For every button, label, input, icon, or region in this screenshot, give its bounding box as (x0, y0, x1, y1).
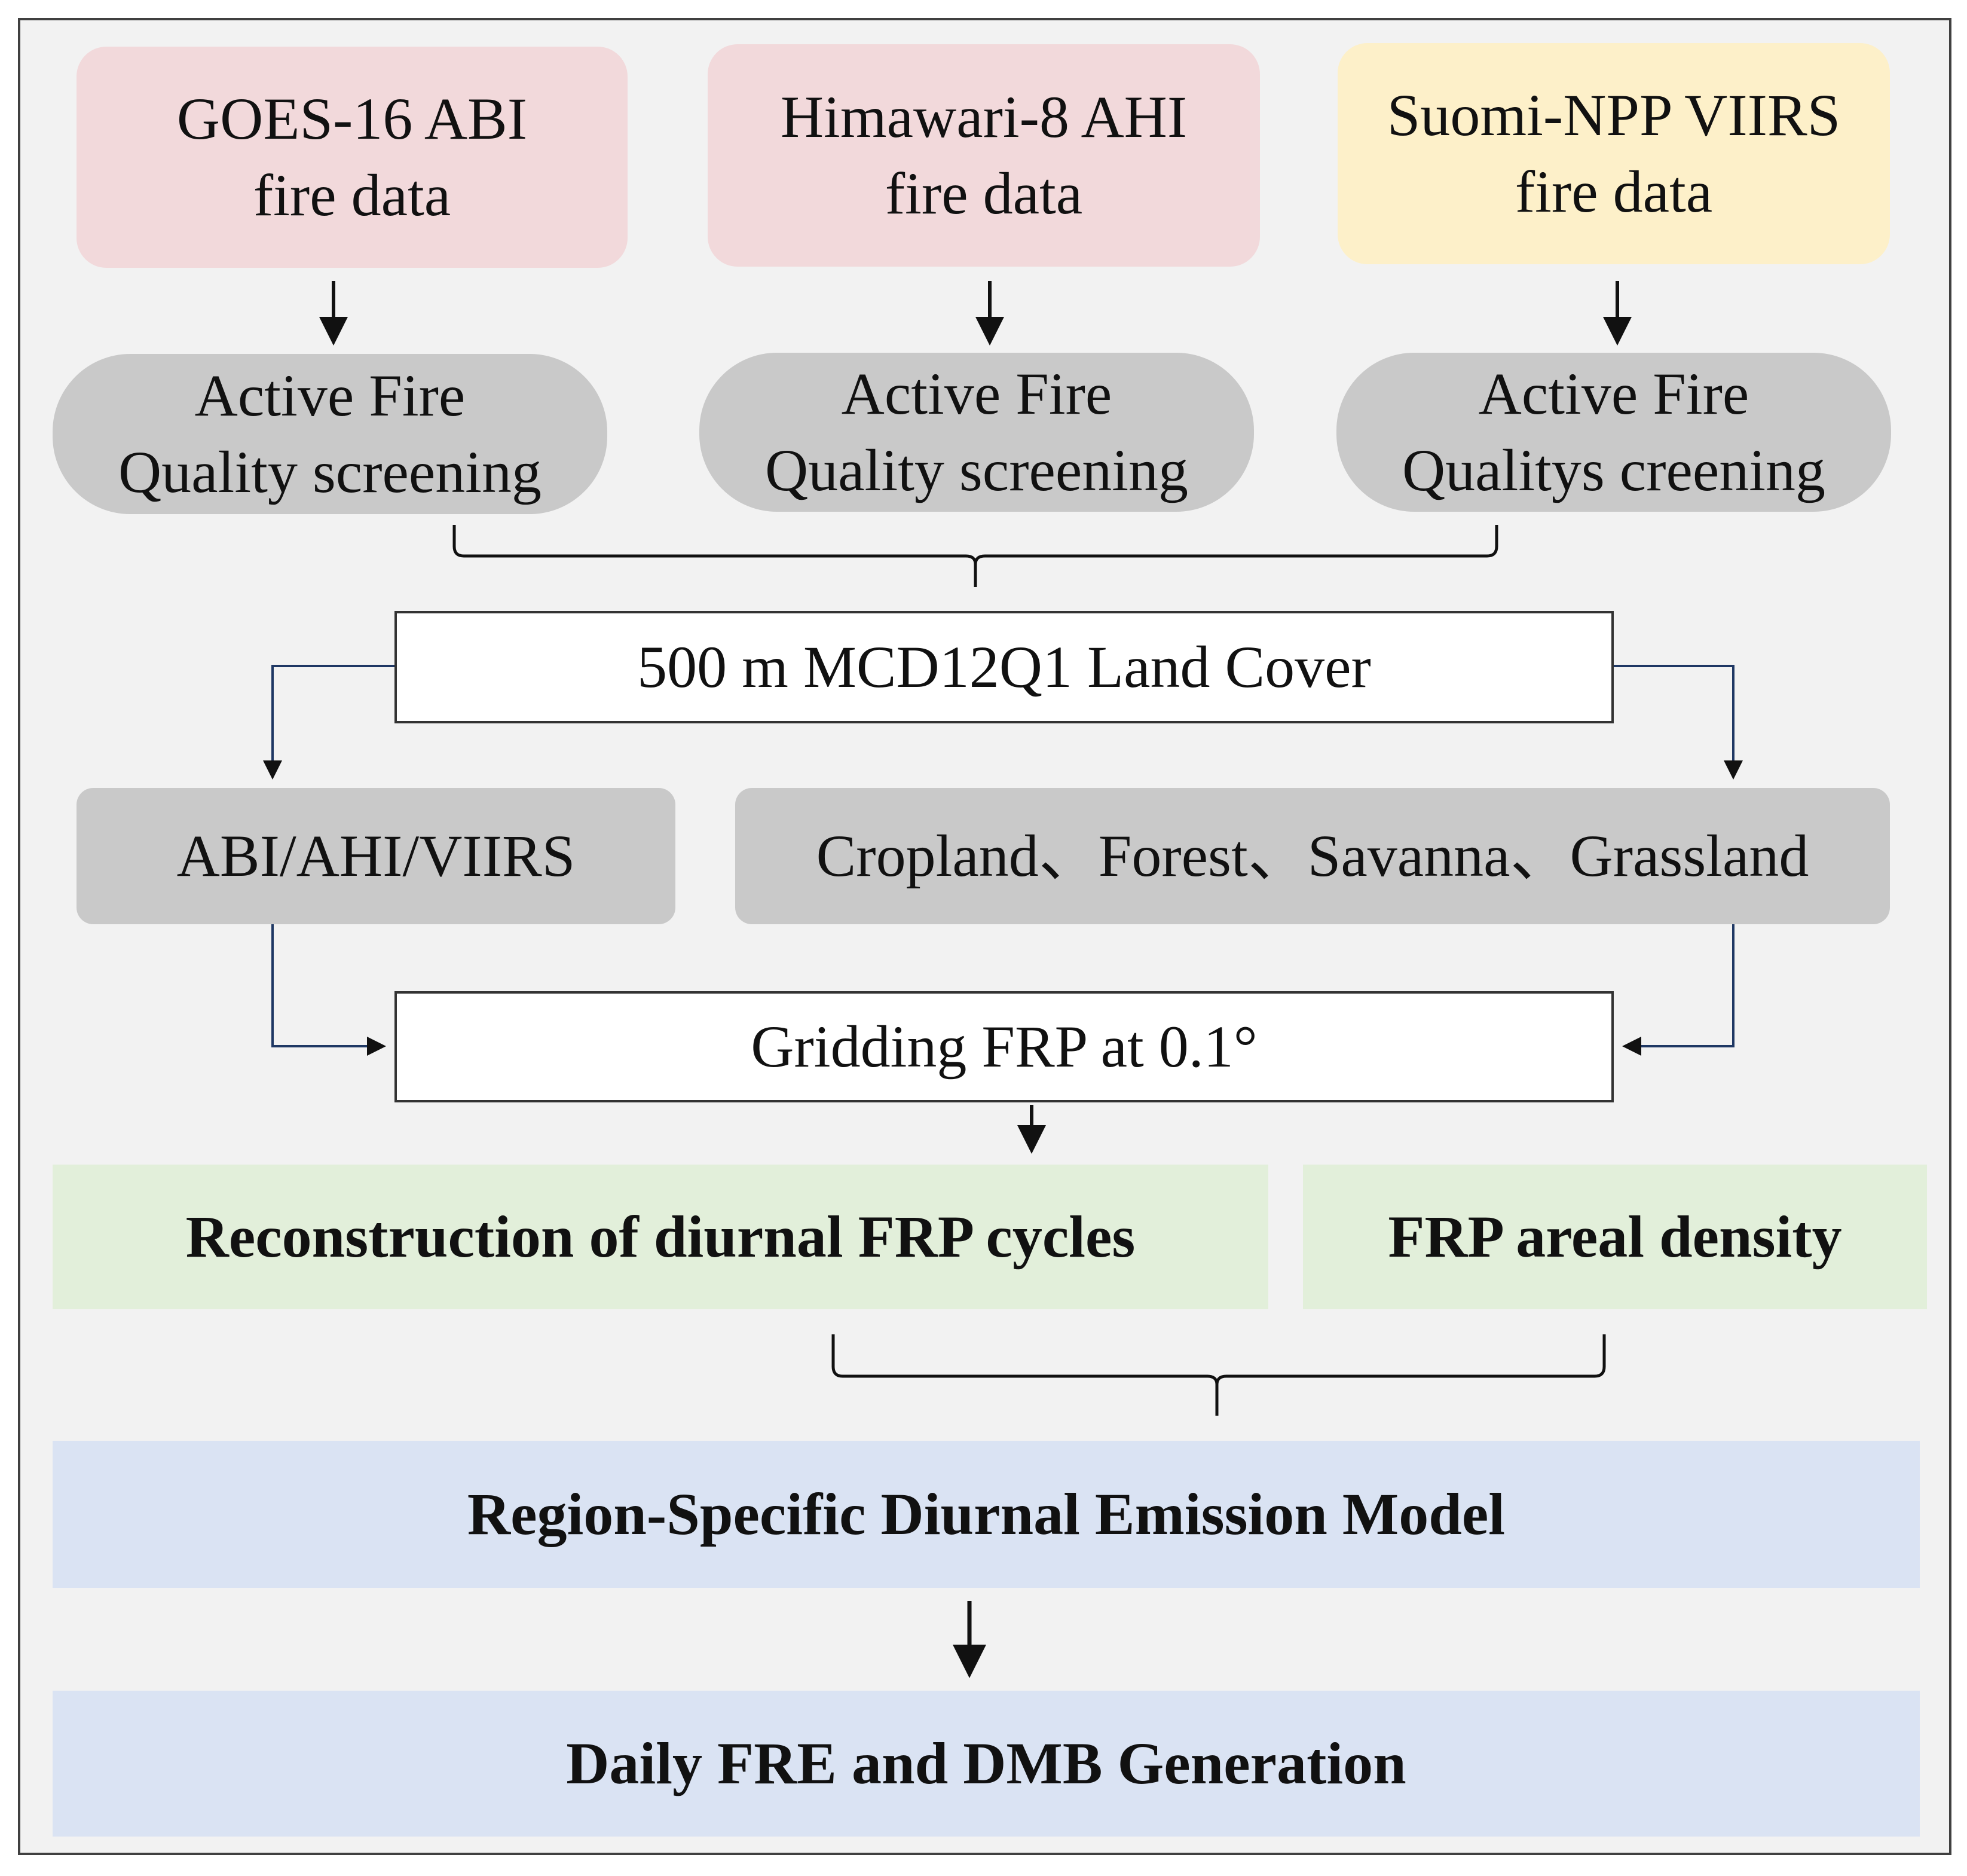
daily-output-label: Daily FRE and DMB Generation (566, 1730, 1406, 1796)
sensors-label: ABI/AHI/VIIRS (176, 823, 576, 889)
land-classes-label: Cropland、Forest、Savanna、Grassland (816, 823, 1809, 889)
density-box: FRP areal density (1303, 1165, 1927, 1309)
density-label: FRP areal density (1388, 1203, 1842, 1270)
land-classes-box: Cropland、Forest、Savanna、Grassland (735, 788, 1890, 924)
emission-model-box: Region-Specific Diurnal Emission Model (53, 1441, 1920, 1588)
sensors-box: ABI/AHI/VIIRS (77, 788, 675, 924)
gridding-box: Gridding FRP at 0.1° (394, 991, 1614, 1102)
screening-viirs-label: Active Fire Qualitys creening (1402, 360, 1826, 503)
source-himawari8-ahi: Himawari-8 AHI fire data (708, 44, 1260, 267)
screening-viirs: Active Fire Qualitys creening (1336, 353, 1891, 512)
source-himawari8-ahi-label: Himawari-8 AHI fire data (780, 84, 1188, 227)
source-goes16-abi: GOES-16 ABI fire data (77, 47, 628, 268)
land-cover-label: 500 m MCD12Q1 Land Cover (637, 634, 1371, 700)
reconstruction-label: Reconstruction of diurnal FRP cycles (185, 1203, 1136, 1270)
daily-output-box: Daily FRE and DMB Generation (53, 1691, 1920, 1837)
reconstruction-box: Reconstruction of diurnal FRP cycles (53, 1165, 1268, 1309)
source-suomi-npp-viirs: Suomi-NPP VIIRS fire data (1338, 43, 1890, 264)
screening-abi-label: Active Fire Quality screening (118, 362, 542, 505)
source-suomi-npp-viirs-label: Suomi-NPP VIIRS fire data (1387, 82, 1841, 225)
source-goes16-abi-label: GOES-16 ABI fire data (176, 85, 528, 228)
land-cover-box: 500 m MCD12Q1 Land Cover (394, 611, 1614, 723)
screening-abi: Active Fire Quality screening (53, 354, 607, 514)
screening-ahi-label: Active Fire Quality screening (764, 360, 1189, 503)
gridding-label: Gridding FRP at 0.1° (751, 1013, 1258, 1080)
emission-model-label: Region-Specific Diurnal Emission Model (467, 1481, 1506, 1547)
screening-ahi: Active Fire Quality screening (699, 353, 1254, 512)
